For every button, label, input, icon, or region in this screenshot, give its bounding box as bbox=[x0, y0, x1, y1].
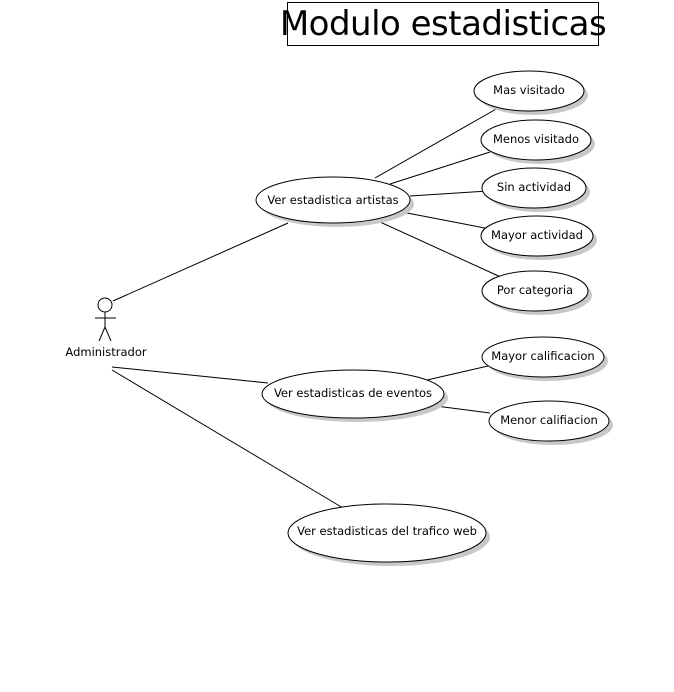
usecase-label: Ver estadisticas del trafico web bbox=[297, 524, 477, 538]
usecase-label: Mayor calificacion bbox=[491, 349, 594, 363]
usecase-menos-visitado[interactable]: Menos visitado bbox=[480, 119, 595, 164]
usecase-mayor-actividad[interactable]: Mayor actividad bbox=[480, 215, 597, 260]
assoc-admin-artistas bbox=[112, 222, 289, 302]
actor-label: Administrador bbox=[65, 345, 146, 359]
assoc-eventos-menor-calificacion bbox=[435, 405, 491, 414]
actor-right-leg bbox=[104, 326, 112, 342]
assoc-artistas-mayor-actividad bbox=[401, 211, 491, 230]
assoc-admin-trafico bbox=[111, 369, 344, 509]
assoc-admin-eventos bbox=[111, 366, 269, 384]
usecase-ver-estadisticas-eventos[interactable]: Ver estadisticas de eventos bbox=[261, 369, 448, 422]
usecase-label: Por categoria bbox=[497, 283, 573, 297]
assoc-artistas-sin-actividad bbox=[409, 190, 489, 197]
usecase-label: Menor califiacion bbox=[500, 413, 598, 427]
usecase-por-categoria[interactable]: Por categoria bbox=[481, 270, 592, 315]
actor-left-leg bbox=[98, 326, 106, 342]
usecase-label: Menos visitado bbox=[493, 132, 579, 146]
usecase-mas-visitado[interactable]: Mas visitado bbox=[473, 70, 588, 115]
usecase-ver-estadisticas-trafico-web[interactable]: Ver estadisticas del trafico web bbox=[287, 503, 490, 566]
usecase-sin-actividad[interactable]: Sin actividad bbox=[481, 167, 590, 212]
usecase-label: Mayor actividad bbox=[491, 228, 583, 242]
usecase-menor-calificacion[interactable]: Menor califiacion bbox=[488, 400, 613, 445]
associations bbox=[111, 103, 506, 509]
assoc-artistas-menos-visitado bbox=[389, 151, 491, 185]
diagram-title: Modulo estadisticas bbox=[279, 4, 607, 44]
assoc-eventos-mayor-calificacion bbox=[426, 365, 489, 381]
assoc-artistas-por-categoria bbox=[379, 221, 506, 280]
usecase-label: Ver estadistica artistas bbox=[267, 193, 398, 207]
usecase-label: Ver estadisticas de eventos bbox=[274, 386, 432, 400]
usecase-label: Sin actividad bbox=[497, 180, 571, 194]
usecase-ver-estadistica-artistas[interactable]: Ver estadistica artistas bbox=[255, 176, 414, 227]
assoc-artistas-mas-visitado bbox=[374, 103, 506, 179]
usecase-mayor-calificacion[interactable]: Mayor calificacion bbox=[481, 336, 608, 381]
actor-administrador[interactable]: Administrador bbox=[65, 297, 147, 359]
diagram-title-box: Modulo estadisticas bbox=[280, 2, 607, 46]
actor-head bbox=[97, 297, 113, 313]
usecase-label: Mas visitado bbox=[493, 83, 565, 97]
